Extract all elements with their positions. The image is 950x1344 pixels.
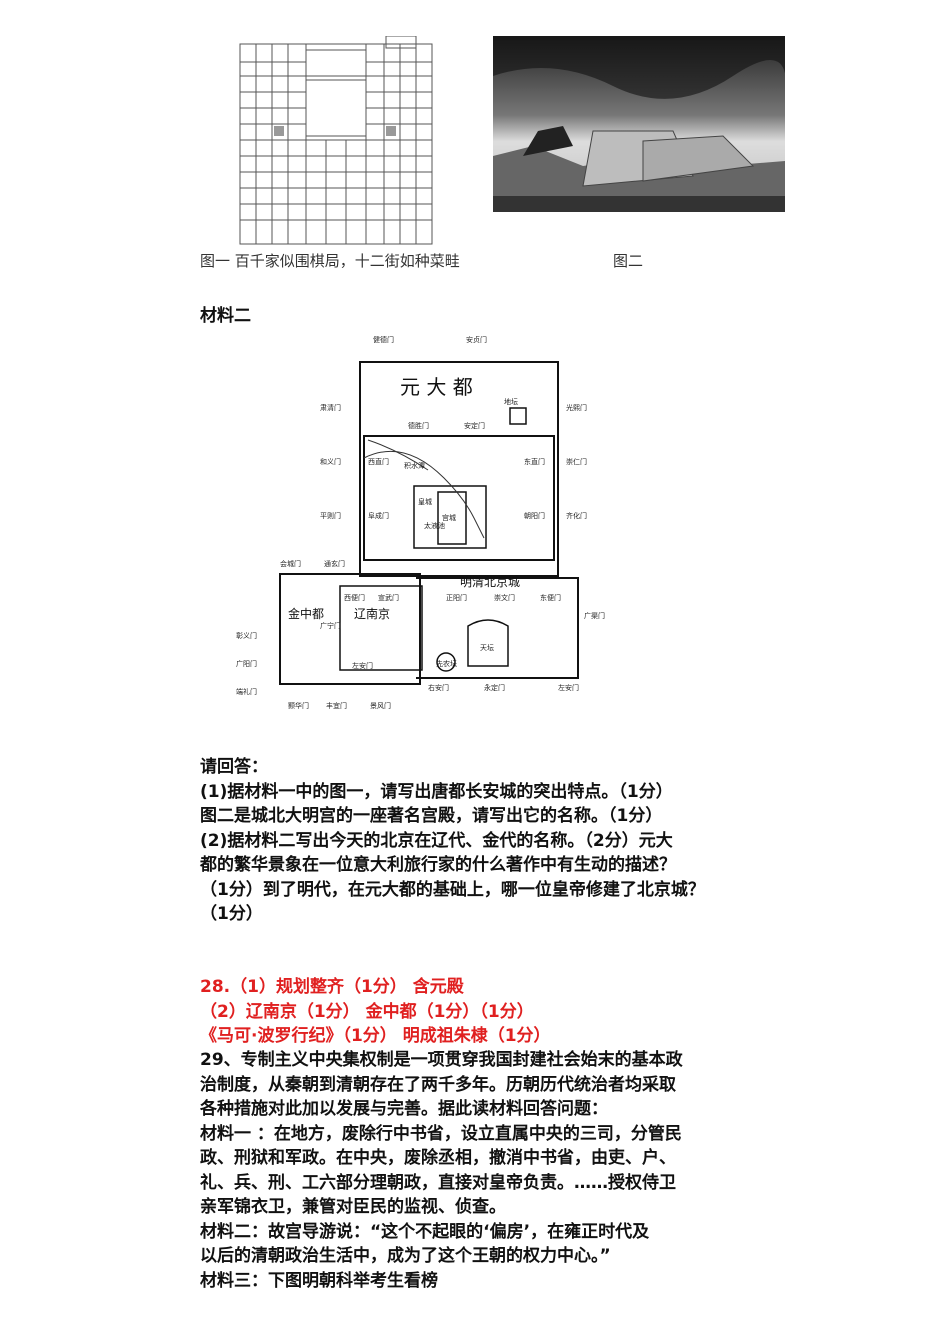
q29-line: 材料二：故宫导游说：“这个不起眼的‘偏房’，在雍正时代及 [200,1221,650,1242]
gate-label: 和义门 [320,457,341,466]
gate-label: 崇仁门 [566,457,587,466]
question-line: 图二是城北大明宫的一座著名宫殿，请写出它的名称。（1分） [200,806,663,826]
figure-2-caption: 图二 [613,252,644,270]
figure-1-caption: 图一 百千家似围棋局，十二街如种菜畦 [200,252,460,270]
gate-label: 阜成门 [368,511,389,520]
q29-line: 政、刑狱和军政。在中央，废除丞相，撤消中书省，由吏、户、 [200,1148,676,1168]
gate-label: 左安门 [558,683,579,692]
gate-label: 正阳门 [446,593,467,602]
ming-inner-wall [363,435,555,561]
map-label-tiantan: 天坛 [480,643,494,652]
answer-line: 28.（1）规划整齐（1分） 含元殿 [200,977,464,997]
gate-label: 永定门 [484,683,505,692]
gate-label: 西便门 [344,593,365,602]
gate-label: 健德门 [373,335,394,344]
gate-label: 通玄门 [324,559,345,568]
map-label-gongcheng: 宫城 [442,513,456,522]
map-label-liao: 辽南京 [354,606,390,621]
gate-label: 端礼门 [236,687,257,696]
material-2-title: 材料二 [200,306,251,326]
gate-label: 丰宜门 [326,701,347,710]
map-label-ditan: 地坛 [504,397,518,406]
gate-label: 广阳门 [236,659,257,668]
question-line: （1分） [200,904,263,924]
gate-label: 肃清门 [320,403,341,412]
gate-label: 光熙门 [566,403,587,412]
map-label-huangcheng: 皇城 [418,497,432,506]
gate-label: 崇文门 [494,593,515,602]
question-line: (2)据材料二写出今天的北京在辽代、金代的名称。（2分）元大 [200,830,673,851]
changan-grid-figure [239,36,433,245]
map-label-yuan: 元 大 都 [400,375,473,399]
gate-label: 广渠门 [584,611,605,620]
gate-label: 安定门 [464,421,485,430]
q29-line: 治制度，从秦朝到清朝存在了两千多年。历朝历代统治者均采取 [200,1074,676,1095]
gate-label: 东直门 [524,457,545,466]
gate-label: 广宁门 [320,621,341,630]
gate-label: 安贞门 [466,335,487,344]
map-label-xiannongtan: 先农坛 [436,659,457,668]
q29-line: 礼、兵、刑、工六部分理朝政，直接对皇帝负责。……授权侍卫 [200,1172,676,1193]
gate-label: 颢华门 [288,701,309,710]
q29-line: 材料一 ：在地方，废除行中书省，设立直属中央的三司，分管民 [200,1123,682,1144]
questions-block: 请回答： (1)据材料一中的图一，请写出唐都长安城的突出特点。（1分） 图二是城… [200,755,760,927]
palace-photo [493,36,785,212]
gate-label: 齐化门 [566,511,587,520]
q29-line: 材料三：下图明朝科举考生看榜 [200,1270,438,1291]
q29-line: 各种措施对此加以发展与完善。据此读材料回答问题： [200,1099,608,1119]
gate-label: 左安门 [352,661,373,670]
gate-label: 德胜门 [408,421,429,430]
question-line: （1分）到了明代，在元大都的基础上，哪一位皇帝修建了北京城？ [200,879,705,900]
jin-zhongdu-wall [279,573,421,685]
beijing-history-map: 元 大 都 明清北京城 金中都 辽南京 健德门 安贞门 光熙门 肃清门 崇仁门 … [236,335,605,710]
gate-label: 东便门 [540,593,561,602]
gate-label: 平则门 [320,511,341,520]
question-29-block: 29、专制主义中央集权制是一项贯穿我国封建社会始末的基本政 治制度，从秦朝到清朝… [200,1048,760,1293]
gate-label: 西直门 [368,457,389,466]
gate-label: 宣武门 [378,593,399,602]
gate-label: 彰义门 [236,631,257,640]
gate-label: 右安门 [428,683,449,692]
q29-line: 29、专制主义中央集权制是一项贯穿我国封建社会始末的基本政 [200,1050,683,1070]
map-label-jin: 金中都 [288,606,324,621]
question-line: (1)据材料一中的图一，请写出唐都长安城的突出特点。（1分） [200,781,673,802]
yuan-dadu-wall [359,361,559,577]
questions-title: 请回答： [200,757,268,777]
gate-label: 朝阳门 [524,511,545,520]
q29-line: 亲军锦衣卫，兼管对臣民的监视、侦查。 [200,1197,506,1217]
gate-label: 景风门 [370,701,391,710]
map-label-jishuitan: 积水潭 [404,461,425,470]
answer-line: （2）辽南京（1分） 金中都（1分）（1分） [200,1001,534,1022]
answers-block: 28.（1）规划整齐（1分） 含元殿 （2）辽南京（1分） 金中都（1分）（1分… [200,975,760,1049]
answer-line: 《马可·波罗行纪》（1分） 明成祖朱棣（1分） [200,1026,551,1046]
q29-line: 以后的清朝政治生活中，成为了这个王朝的权力中心。” [200,1246,611,1266]
map-label-ming: 明清北京城 [460,575,520,589]
map-label-taiyechi: 太液池 [424,521,445,530]
question-line: 都的繁华景象在一位意大利旅行家的什么著作中有生动的描述？ [200,855,676,875]
gate-label: 会城门 [280,559,301,568]
ming-outer-wall [416,577,579,679]
